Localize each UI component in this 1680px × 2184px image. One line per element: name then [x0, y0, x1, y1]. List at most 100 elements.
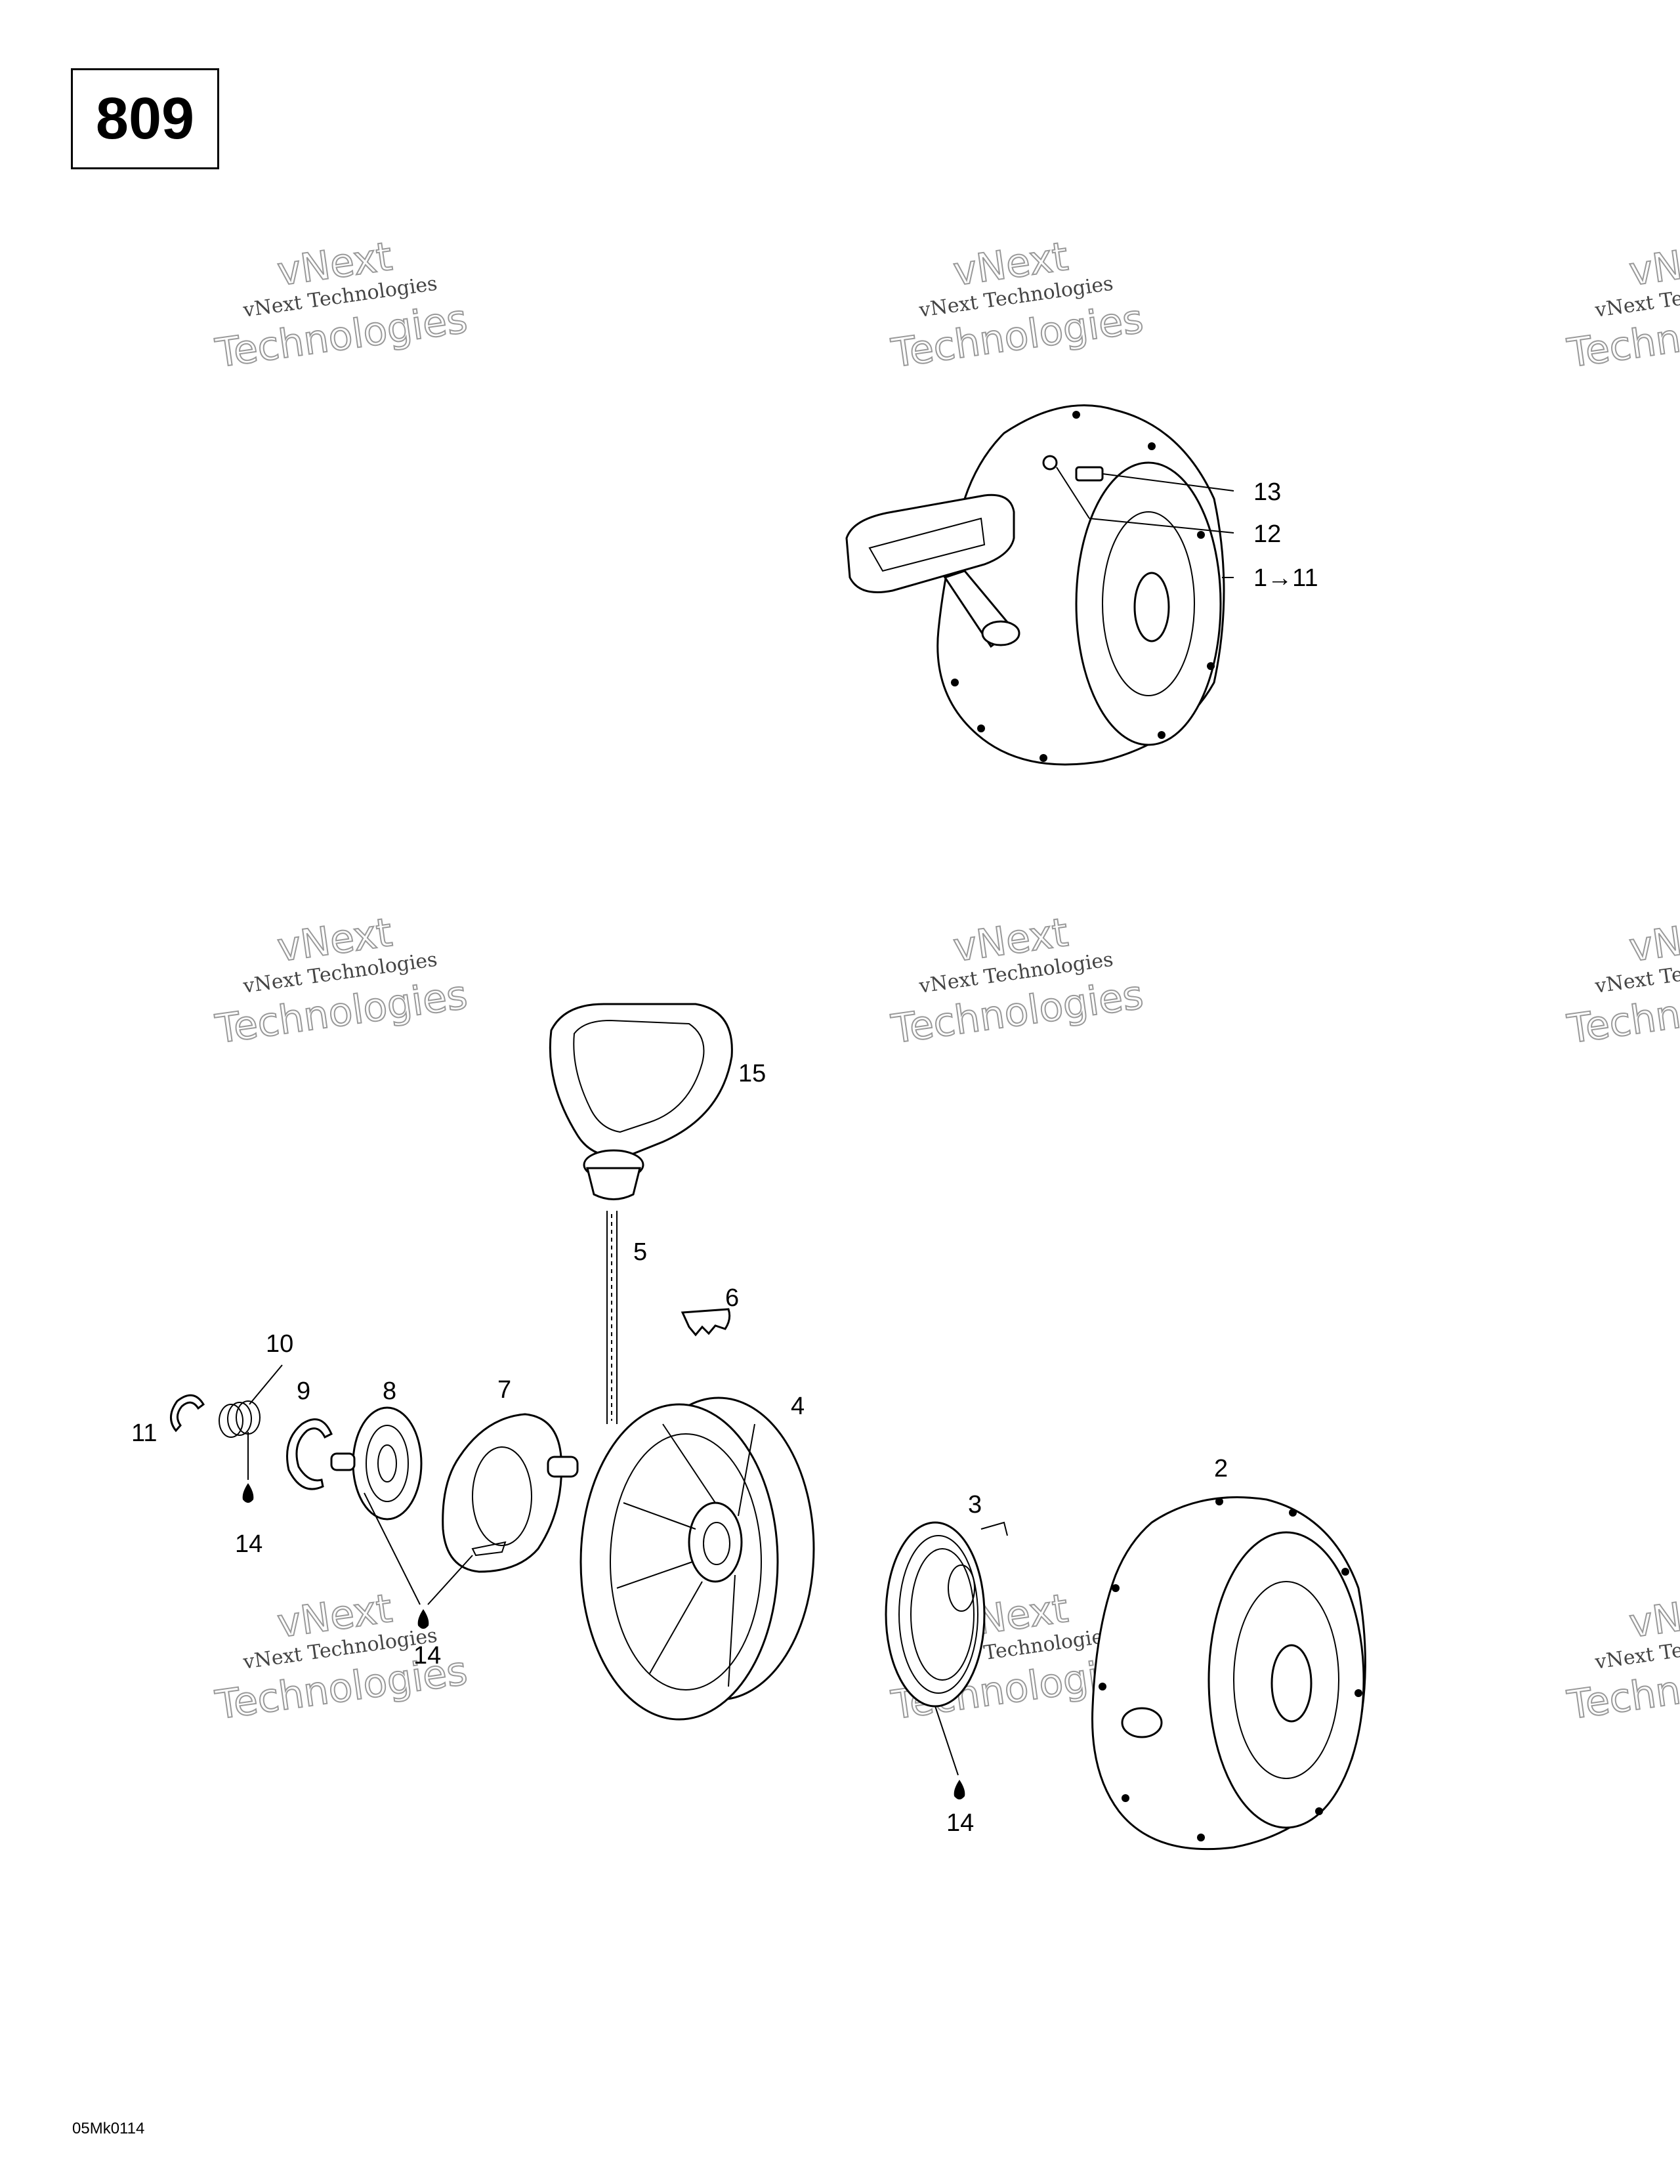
callout-1-11: 1→11 [1253, 564, 1318, 592]
leader-14-c [934, 1706, 959, 1776]
housing-hole [1341, 1568, 1349, 1576]
pawl-part-6 [681, 1308, 731, 1337]
callout-12: 12 [1253, 520, 1281, 548]
diagram-number-box: 809 [71, 68, 219, 169]
diagram-number: 809 [95, 85, 195, 152]
spring-part-10 [219, 1364, 283, 1438]
watermark-group-1: vNext vNext Technologies Technologies [212, 233, 471, 377]
assembled-handle [845, 494, 1015, 593]
friction-plate-ring [366, 1425, 409, 1502]
pulley-flange [579, 1403, 779, 1721]
flange-hole [951, 679, 959, 686]
assembled-starter-drawing [845, 404, 1225, 766]
leader-lines-top [1056, 467, 1234, 578]
spring-coil [219, 1404, 243, 1438]
watermark-line1: vNext [1626, 910, 1680, 971]
housing-hole [1289, 1509, 1297, 1517]
housing-hole [1215, 1498, 1223, 1505]
leader-14-b2 [427, 1555, 473, 1605]
housing-ring [1233, 1581, 1339, 1779]
pulley-spoke [728, 1574, 736, 1687]
leader-12a [1056, 467, 1090, 519]
housing-hole [1315, 1807, 1323, 1815]
assembled-rope-guide [981, 620, 1020, 646]
callout-6: 6 [725, 1284, 739, 1312]
flange-hole [1197, 531, 1205, 539]
callout-14-c: 14 [946, 1809, 974, 1837]
retaining-ring-part-11 [170, 1394, 205, 1433]
housing-hub [1270, 1644, 1312, 1723]
leader-lines-exploded [247, 1432, 959, 1776]
assembled-housing-hub [1133, 572, 1170, 642]
flange-hole [977, 724, 985, 732]
callout-11: 11 [131, 1419, 157, 1447]
watermark-group-2: vNext vNext Technologies Technologies [888, 233, 1146, 377]
callout-15: 15 [738, 1060, 766, 1087]
friction-plate-part-8 [330, 1406, 423, 1521]
housing-hole [1112, 1584, 1120, 1592]
pulley-spoke [616, 1561, 693, 1589]
rivet-part-12 [1042, 455, 1058, 471]
grease-icon [954, 1780, 965, 1799]
drawing-code: 05Mk0114 [72, 2120, 145, 2137]
leader-13 [1102, 473, 1234, 492]
callout-2: 2 [1214, 1455, 1228, 1482]
friction-plate-disc [352, 1406, 423, 1521]
handle-body [549, 1003, 733, 1158]
housing-hole [1099, 1683, 1106, 1690]
watermark-group-9: vNext vNext Technologies Technologies [1564, 1585, 1680, 1729]
flange-hole [1148, 442, 1156, 450]
cam-slot [471, 1541, 507, 1557]
pulley-spoke [662, 1423, 716, 1503]
assembled-housing-ring [1102, 511, 1195, 696]
grease-icon [242, 1483, 254, 1503]
callout-9: 9 [297, 1377, 310, 1405]
spring-coil [227, 1402, 252, 1436]
housing-hole [1197, 1834, 1205, 1841]
callout-3: 3 [968, 1491, 982, 1519]
flange-hole [1207, 662, 1215, 670]
friction-plate-center [377, 1444, 397, 1482]
pulley-spoke [738, 1423, 755, 1517]
callout-10: 10 [266, 1330, 293, 1358]
assembled-handle-grip [868, 517, 986, 572]
friction-plate-stub [330, 1452, 356, 1471]
flange-hole [1072, 411, 1080, 419]
leader-12b [1089, 518, 1234, 534]
recoil-spring-part-3 [885, 1521, 1008, 1708]
handle-part-15 [549, 1003, 733, 1200]
flange-hole [1040, 754, 1047, 762]
pulley-hub [688, 1502, 743, 1583]
callout-5: 5 [633, 1238, 647, 1266]
screw-part-13 [1075, 466, 1104, 482]
recoil-spring-inner [948, 1564, 975, 1612]
watermark-group-5: vNext vNext Technologies Technologies [888, 909, 1146, 1053]
housing-rope-boss [1121, 1707, 1163, 1738]
recoil-spring-coil [898, 1535, 978, 1694]
callout-4: 4 [791, 1393, 805, 1420]
housing-hole [1354, 1689, 1362, 1697]
grease-icon [417, 1609, 429, 1629]
handle-knot-cup [586, 1167, 641, 1200]
handle-grip-opening [573, 1019, 705, 1133]
callout-14-b: 14 [413, 1642, 441, 1670]
cam-part-7 [442, 1413, 579, 1573]
pulley-hub-bore [703, 1522, 730, 1565]
circlip-part-9 [286, 1418, 333, 1490]
pulley-part-4 [579, 1396, 815, 1721]
pulley-inner-ring [610, 1433, 762, 1690]
spring-leg [249, 1364, 283, 1405]
callout-labels: 13 12 1→11 15 5 6 10 9 8 7 4 11 14 14 3 … [131, 478, 1318, 1837]
callout-14-a: 14 [235, 1530, 262, 1558]
watermark-group-4: vNext vNext Technologies Technologies [212, 909, 471, 1053]
callout-7: 7 [497, 1376, 511, 1404]
recoil-spring-tab [980, 1521, 1008, 1536]
callout-8: 8 [383, 1377, 396, 1405]
housing-hole [1122, 1794, 1129, 1802]
cam-post [547, 1456, 579, 1478]
recoil-spring-coil [910, 1548, 975, 1681]
cam-opening [472, 1446, 532, 1546]
leader-14-b1 [364, 1492, 421, 1605]
callout-13: 13 [1253, 478, 1281, 506]
housing-part-2 [1091, 1496, 1366, 1851]
